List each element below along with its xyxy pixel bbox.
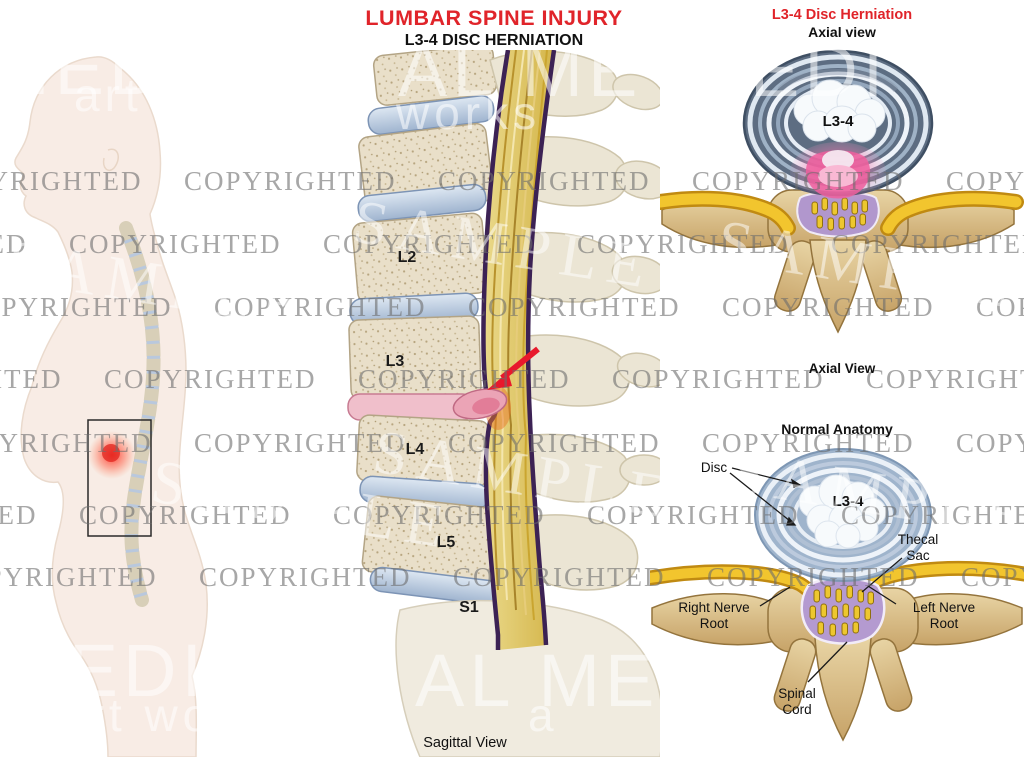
axial-herniation-heading: L3-4 Disc Herniation Axial view [660,7,1024,40]
sagittal-view-panel: L2 L3 L4 L5 S1 [347,50,660,757]
page-title: LUMBAR SPINE INJURY [365,6,623,30]
label-L2: L2 [398,249,417,266]
nucleus-pulposus [793,79,886,143]
dura-posterior [525,50,557,646]
thecal-sac [800,577,886,645]
thecal-sac-compressed [796,191,880,238]
lumbar-focus-box [87,419,152,537]
axial-herniation-panel: L3-4 [660,49,1024,334]
label-thecal-sac-1: Thecal [898,532,939,547]
disc-normal: L3-4 [754,448,932,582]
label-L4: L4 [406,441,425,458]
red-arrow [487,346,540,390]
herniation-blob [452,388,508,420]
main-title: LUMBAR SPINE INJURY L3-4 DISC HERNIATION [322,6,666,50]
label-spinal-cord-1: Spinal [778,686,816,701]
label-left-nerve-root-1: Left Nerve [913,600,975,615]
vertebra-bone [651,587,1023,742]
label-spinal-cord-2: Cord [782,702,811,717]
normal-disc-label: L3-4 [833,493,865,510]
axial-view-caption: Axial View [808,361,876,376]
label-disc: Disc [701,460,727,475]
nerve-roots [660,190,1024,236]
label-L5: L5 [437,534,456,551]
label-right-nerve-root-1: Right Nerve [678,600,749,615]
injury-core [102,444,120,462]
axial-subheading: Axial view [808,24,876,40]
label-L3: L3 [386,353,405,370]
page-subtitle: L3-4 DISC HERNIATION [404,32,584,49]
vertebral-column [347,50,504,606]
label-thecal-sac-2: Sac [906,548,930,563]
nucleus-pulposus [798,474,887,549]
disc-herniated: L3-4 [742,49,934,202]
annotation-lines [729,467,903,683]
axial-normal-panel: L3-4 Disc Thecal Sac Right Nerve Root Le… [650,448,1024,742]
label-left-nerve-root-2: Root [930,616,959,631]
normal-anatomy-heading: Normal Anatomy [781,421,893,437]
spine-silhouette [119,221,161,607]
sagittal-view-caption: Sagittal View [423,735,507,751]
label-right-nerve-root-2: Root [700,616,729,631]
ear-outline [102,148,119,172]
cauda-equina-rootlets [809,585,874,637]
axial-disc-label: L3-4 [823,113,855,130]
axial-heading: L3-4 Disc Herniation [771,7,913,23]
body-silhouette [14,56,208,757]
label-S1: S1 [459,599,479,616]
body-profile-panel [14,56,208,757]
